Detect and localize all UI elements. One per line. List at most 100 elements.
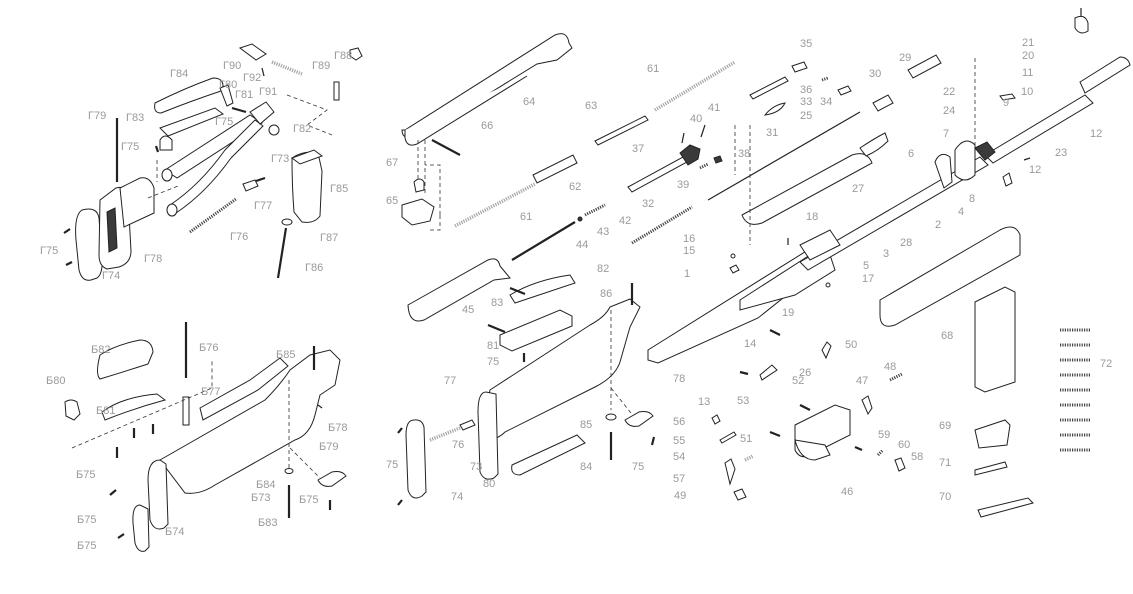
label-g81: Г81 [235,89,254,101]
label-b80: Б80 [46,375,66,387]
label-17: 17 [862,273,875,285]
part-15 [729,264,740,274]
part-77-plunger [459,419,476,431]
part-69-follower [974,419,1011,449]
label-61: 61 [520,211,533,223]
part-74-buttplate [405,419,427,499]
part-27-upper-handguard [741,153,873,225]
label-85: 85 [580,419,593,431]
label-9: 9 [1003,97,1010,109]
label-b77: Б77 [201,386,221,398]
part-8 [1002,172,1013,187]
label-39: 39 [677,179,690,191]
label-16: 16 [683,233,696,245]
label-37: 37 [632,143,645,155]
label-g82: Г82 [293,123,312,135]
label-35: 35 [800,38,813,50]
part-g75-screw [154,145,160,153]
label-41: 41 [708,102,721,114]
label-30: 30 [869,68,882,80]
part-b81-comb [101,393,167,421]
part-g81-screw [231,106,247,114]
part-b79-plate [317,471,347,487]
label-7: 7 [943,128,950,140]
part-32-spring [631,205,693,245]
part-56 [711,414,721,425]
part-30 [872,94,894,112]
part-85-washer [605,413,617,421]
part-42-spring [584,203,606,217]
part-65-rear-sight [401,198,435,226]
part-62-tube [532,154,578,184]
label-11: 11 [1022,67,1034,79]
rifle-assembly [397,8,1131,518]
label-45: 45 [462,304,475,316]
label-74: 74 [451,491,464,503]
part-3 [799,229,841,261]
label-51: 51 [740,433,753,445]
part-g85-grip [291,151,323,223]
part-flash-hider [1079,56,1131,94]
label-12: 12 [1029,164,1042,176]
part-52-pin [799,404,811,411]
label-76: 76 [452,439,465,451]
part-44-firing-pin [511,221,576,261]
label-g79: Г79 [88,110,107,122]
label-75: 75 [487,356,500,368]
part-g77-plunger [242,179,259,192]
label-68: 68 [941,330,954,342]
label-19: 19 [782,307,795,319]
label-b83: Б83 [258,517,278,529]
label-58: 58 [911,451,924,463]
label-g90: Г90 [223,60,242,72]
label-4: 4 [958,206,965,218]
label-b74: Б74 [165,526,185,538]
label-32: 32 [642,198,655,210]
label-52: 52 [792,375,805,387]
part-26-lever [759,364,778,381]
part-61-spring [454,182,536,228]
label-49: 49 [674,490,687,502]
part-g86-bolt [276,227,288,279]
part-72-magazine-spring [1060,328,1090,452]
label-g75: Г75 [121,141,140,153]
part-b73-stock [159,349,341,494]
label-g77: Г77 [254,200,273,212]
part-25 [763,102,786,116]
part-g73-tube-upper [164,114,263,179]
part-g76-spring [189,197,237,234]
label-6: 6 [908,148,915,160]
part-7-ring [954,140,976,181]
label-50: 50 [845,339,858,351]
label-83: 83 [491,297,504,309]
label-10: 10 [1021,86,1034,98]
label-g84: Г84 [170,68,189,80]
label-36: 36 [800,84,813,96]
part-g74-buttplate [75,208,103,281]
label-46: 46 [841,486,854,498]
part-54-trigger [724,458,736,486]
part-g89-pin [333,81,340,101]
label-b79: Б79 [319,441,339,453]
label-61: 61 [647,63,660,75]
part-82-pad [509,274,576,304]
label-5: 5 [863,260,870,272]
label-55: 55 [673,435,686,447]
label-34: 34 [820,96,833,108]
label-40: 40 [690,113,703,125]
part-g80-loop [219,84,234,107]
part-b77-sleeve [182,396,190,426]
part-g78-neck [119,177,155,228]
label-26: 26 [799,367,812,379]
label-73: 73 [470,461,483,473]
part-g90-latch [238,43,267,61]
part-59-pin [854,445,863,452]
label-g85: Г85 [330,183,349,195]
label-38: 38 [738,148,751,160]
label-b76: Б76 [199,342,219,354]
label-18: 18 [806,211,819,223]
part-71 [974,461,1008,476]
part-g73-tube-lower [169,119,264,214]
